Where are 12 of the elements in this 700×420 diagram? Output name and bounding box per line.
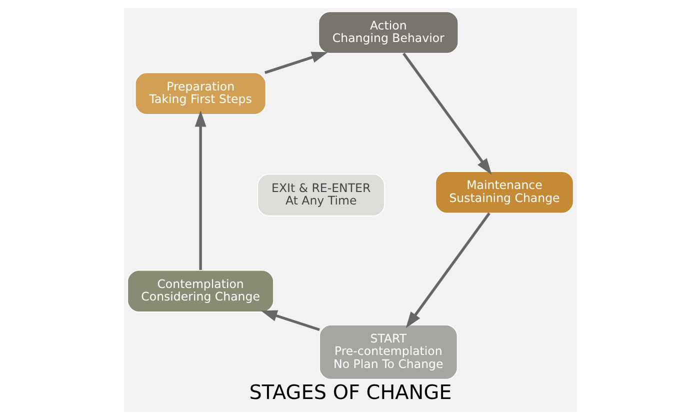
node-box: Action Changing Behavior [318, 11, 458, 54]
arrow [402, 52, 492, 175]
node-box: Maintenance Sustaining Change [434, 171, 574, 214]
node-box: Contemplation Considering Change [126, 270, 274, 312]
arrow [405, 212, 490, 328]
diagram-title: STAGES OF CHANGE [248, 380, 452, 404]
node-box: EXIt & RE-ENTER At Any Time [256, 174, 384, 216]
node-box: START Pre-contemplation No Plan To Change [318, 324, 458, 380]
arrow [260, 310, 320, 332]
arrow [264, 52, 328, 74]
arrow [194, 110, 206, 270]
node-box: Preparation Taking First Steps [134, 72, 266, 115]
